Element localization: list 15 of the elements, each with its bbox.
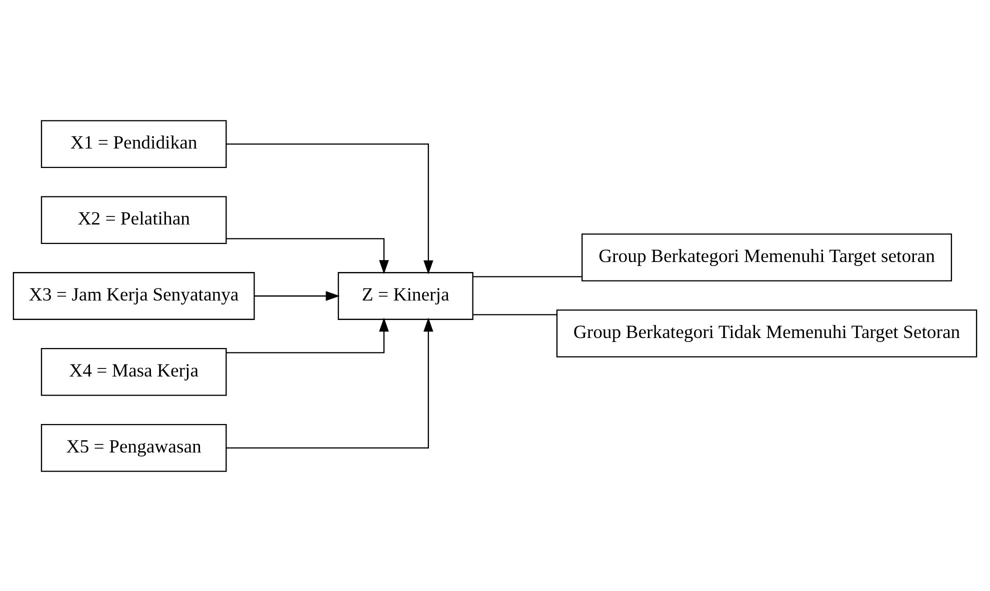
arrow [226,317,389,353]
connector [473,276,582,277]
arrow [226,238,389,274]
connector [473,314,557,315]
node-box: X4 = Masa Kerja [40,348,227,396]
arrow [226,142,434,274]
node-box: X3 = Jam Kerja Senyatanya [12,272,255,320]
arrow [254,290,340,300]
node-box: X2 = Pelatihan [40,196,227,244]
node-box: X5 = Pengawasan [40,423,227,472]
node-box: X1 = Pendidikan [40,120,227,168]
node-box: Z = Kinerja [338,272,474,320]
node-box: Group Berkategori Memenuhi Target setoran [582,232,952,281]
node-box: Group Berkategori Tidak Memenuhi Target Setoran [556,308,978,357]
arrow [226,317,434,448]
